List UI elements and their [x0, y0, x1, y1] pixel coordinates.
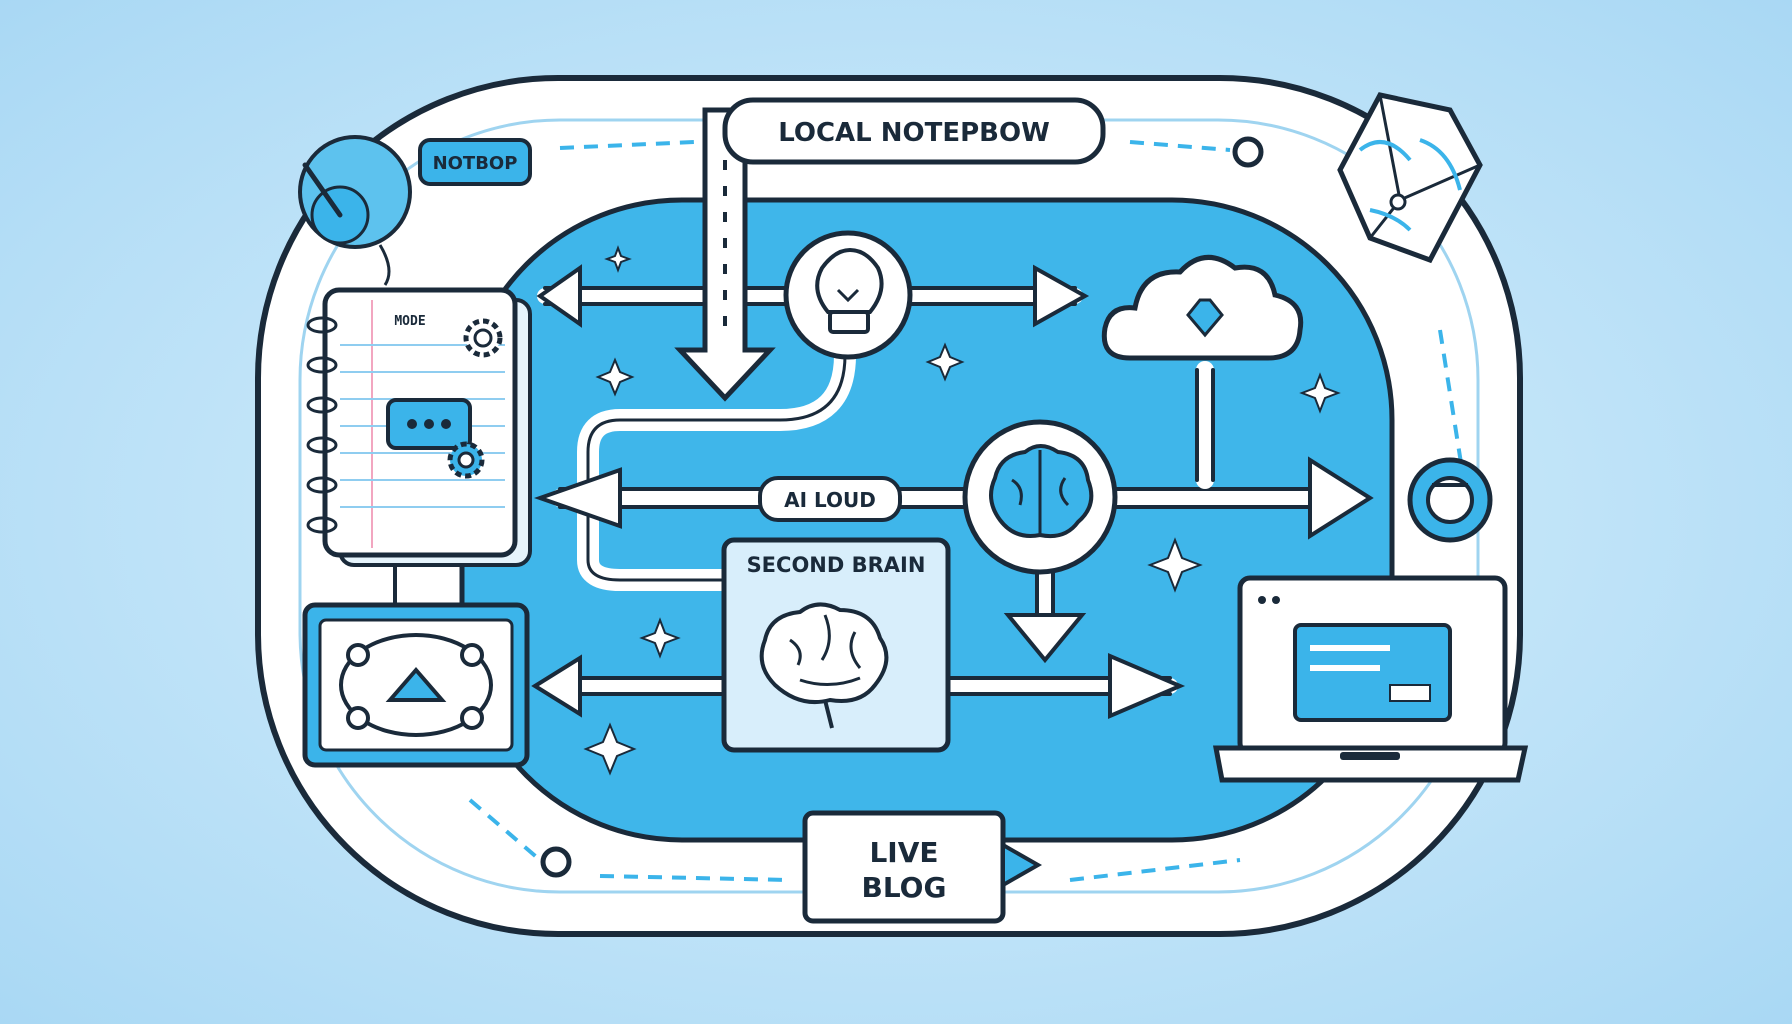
- local-notebook-label: LOCAL NOTEPBOW: [778, 118, 1050, 148]
- brain-icon: [962, 419, 1118, 575]
- second-brain-card: SECOND BRAIN: [721, 537, 951, 753]
- ai-loud-label: AI LOUD: [784, 488, 876, 512]
- live-blog-line1: LIVE: [869, 836, 938, 869]
- notebook-mode-label: MODE: [394, 314, 425, 329]
- chat-bubble-icon: [386, 398, 472, 450]
- gear-icon: [463, 318, 503, 358]
- brain-icon: [759, 602, 889, 729]
- notebook-tag: NOTBOP: [418, 138, 532, 186]
- dice-icon: [1337, 92, 1483, 264]
- live-blog-line2: BLOG: [862, 871, 947, 904]
- sparkle-icon: [583, 245, 1341, 776]
- notebook-icon: MODE: [306, 287, 532, 567]
- laptop-icon: [1212, 575, 1529, 783]
- cloud-icon: [1101, 254, 1304, 361]
- second-brain-label: SECOND BRAIN: [747, 553, 926, 577]
- ai-loud-label-box: AI LOUD: [758, 476, 902, 522]
- notebook-tag-label: NOTBOP: [433, 153, 518, 174]
- live-blog-box: LIVE BLOG: [802, 810, 1043, 924]
- network-node-icon: [302, 602, 530, 768]
- gear-icon: [447, 441, 485, 479]
- headset-icon: [298, 135, 412, 286]
- local-notebook-label-box: LOCAL NOTEPBOW: [722, 97, 1106, 165]
- target-icon: [1407, 457, 1493, 543]
- lightbulb-icon: [783, 230, 913, 360]
